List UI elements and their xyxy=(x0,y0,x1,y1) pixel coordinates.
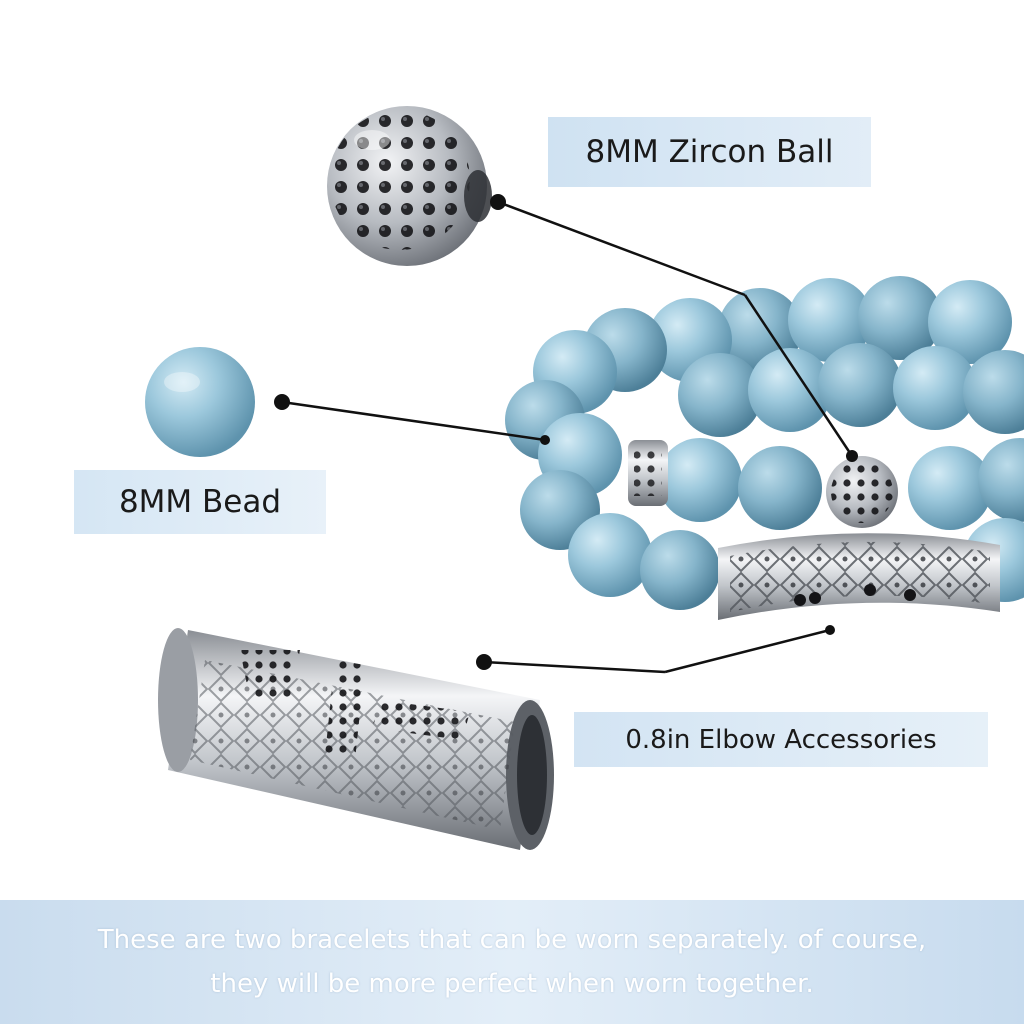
caption-banner: These are two bracelets that can be worn… xyxy=(0,900,1024,1024)
elbow-accessories-label: 0.8in Elbow Accessories xyxy=(574,712,988,767)
caption-line-2: they will be more perfect when worn toge… xyxy=(210,969,814,999)
leader-lines xyxy=(274,194,858,674)
zircon-ball-closeup xyxy=(327,106,492,266)
zircon-ball-label: 8MM Zircon Ball xyxy=(548,117,871,187)
bracelets xyxy=(505,276,1024,620)
bead-label: 8MM Bead xyxy=(74,470,326,534)
single-bead-closeup xyxy=(145,347,255,457)
elbow-tube-closeup xyxy=(158,628,554,850)
caption-line-1: These are two bracelets that can be worn… xyxy=(97,925,927,955)
